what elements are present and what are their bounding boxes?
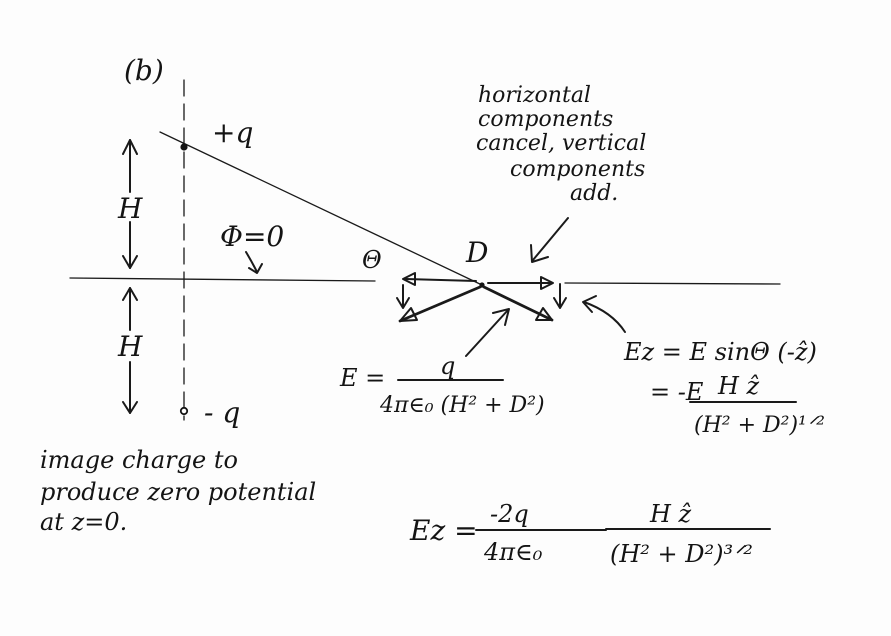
field-vector-from-image-charge: [398, 285, 482, 323]
height-arrow-bottom: [122, 287, 138, 414]
horizontal-component-left: [402, 272, 477, 286]
equation-e-lhs: E =: [339, 364, 385, 392]
equation-ez-total-num-right: H ẑ: [649, 500, 692, 528]
horizontal-component-right: [487, 276, 554, 290]
part-label: (b): [124, 54, 164, 87]
field-vector-from-plus-charge: [482, 285, 554, 322]
potential-pointer-head: [248, 263, 263, 274]
equation-e-denominator: 4π∈₀ (H² + D²): [379, 393, 545, 418]
height-label-bottom: H: [117, 330, 143, 363]
ground-plane-line-right: [564, 282, 781, 285]
note-pointer-arrow: [530, 217, 569, 263]
plus-charge-dot: [180, 143, 188, 151]
equation-ez-pointer-arrow: [582, 295, 626, 333]
line-charge-to-point: [159, 131, 483, 286]
vertical-component-left: [396, 284, 410, 309]
potential-pointer-arrow: [245, 251, 258, 273]
minus-charge-dot: [179, 406, 189, 416]
note-line: image charge to: [40, 446, 238, 474]
note-horizontal-components: horizontal components cancel, vertical c…: [476, 83, 646, 206]
equation-ez-total-den-right: (H² + D²)³ᐟ²: [610, 540, 753, 568]
equation-ez-line2-lhs: = -E: [650, 378, 704, 406]
equation-ez-total-den-left: 4π∈₀: [483, 538, 543, 566]
vertical-component-right: [553, 283, 567, 309]
note-line: at z=0.: [40, 508, 127, 536]
potential-zero-label: Φ=0: [220, 220, 284, 253]
minus-charge-label: - q: [204, 396, 240, 429]
equation-e: E = q 4π∈₀ (H² + D²): [339, 352, 545, 418]
note-line: horizontal: [478, 83, 591, 108]
note-line: add.: [570, 181, 618, 206]
note-line: components: [478, 107, 613, 132]
ground-plane-line: [69, 277, 376, 282]
equation-ez-total-lhs: Ez =: [409, 514, 478, 547]
equation-ez-component: Ez = E sinΘ (-ẑ) = -E H ẑ (H² + D²)¹ᐟ²: [623, 338, 825, 438]
equation-ez-line2-num: H ẑ: [717, 372, 760, 400]
note-line: cancel, vertical: [476, 131, 646, 156]
equation-e-numerator: q: [440, 352, 455, 380]
note-line: components: [510, 157, 645, 182]
note-line: produce zero potential: [40, 478, 316, 506]
height-arrow-top: [122, 139, 138, 269]
equation-ez-line1: Ez = E sinΘ (-ẑ): [623, 338, 817, 366]
distance-label: D: [465, 236, 488, 269]
height-label-top: H: [117, 192, 143, 225]
plus-charge-label: +q: [212, 116, 253, 149]
equation-ez-total: Ez = -2q 4π∈₀ H ẑ (H² + D²)³ᐟ²: [409, 500, 753, 568]
equation-ez-total-num-left: -2q: [490, 500, 529, 528]
equation-ez-line2-den: (H² + D²)¹ᐟ²: [694, 413, 825, 438]
note-image-charge: image charge to produce zero potential a…: [40, 446, 316, 536]
theta-label: Θ: [362, 246, 382, 274]
equation-e-pointer-arrow: [465, 308, 510, 357]
